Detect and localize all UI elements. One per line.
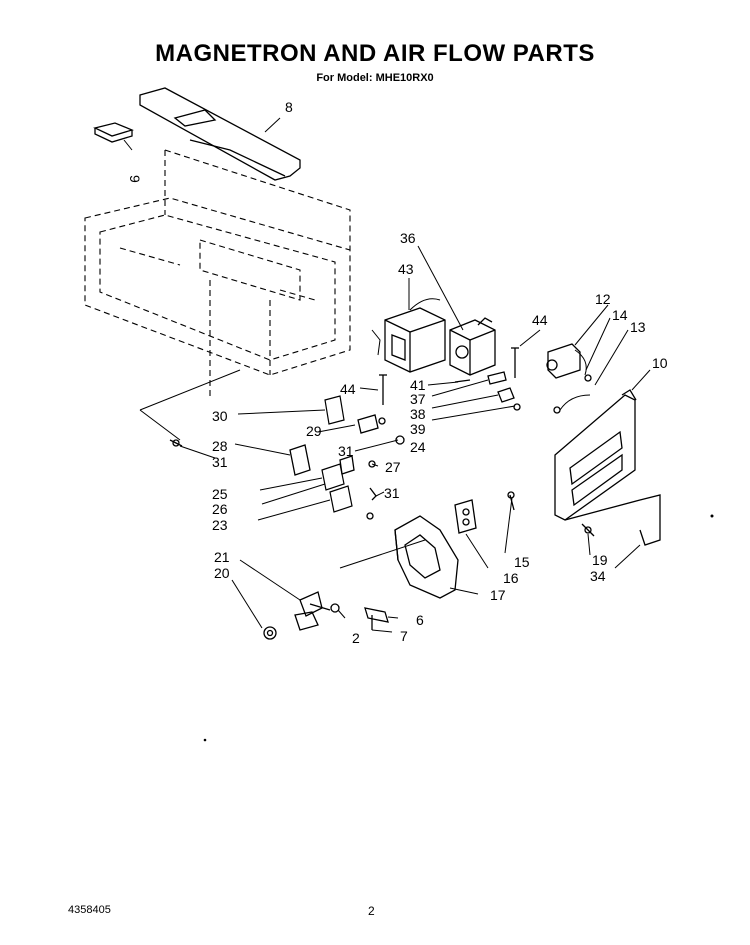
- callout-17: 17: [490, 587, 506, 603]
- callout-34: 34: [590, 568, 606, 584]
- callout-26: 26: [212, 501, 228, 517]
- callout-9: 9: [127, 175, 143, 183]
- callout-10: 10: [652, 355, 668, 371]
- latch-part-38: [497, 387, 521, 411]
- callout-21: 21: [214, 549, 230, 565]
- callout-44-mid: 44: [340, 381, 356, 397]
- screw-part-19: [581, 523, 595, 537]
- callout-13: 13: [630, 319, 646, 335]
- document-number: 4358405: [68, 904, 111, 916]
- callout-numbers: 8 9 36 43 44 12 14 13 10 44 41 37 38 39 …: [127, 99, 668, 646]
- callout-6: 6: [416, 612, 424, 628]
- page-title: MAGNETRON AND AIR FLOW PARTS: [155, 40, 595, 67]
- callout-7: 7: [400, 628, 408, 644]
- callout-14: 14: [612, 307, 628, 323]
- callout-27: 27: [385, 459, 401, 475]
- callout-2: 2: [352, 630, 360, 646]
- motor-part-6: [330, 603, 389, 630]
- bracket-part-10: [554, 389, 661, 546]
- callout-39: 39: [410, 421, 426, 437]
- switch-part-23: [329, 485, 374, 520]
- callout-44-top: 44: [532, 312, 548, 328]
- callout-20: 20: [214, 565, 230, 581]
- callout-31-right: 31: [384, 485, 400, 501]
- stray-dot: [710, 514, 714, 518]
- model-subtitle: For Model: MHE10RX0: [316, 72, 434, 84]
- switch-bracket-part-28: [289, 444, 311, 476]
- screw-part-27: [368, 460, 377, 501]
- interlock-switch-part-30: [324, 395, 345, 425]
- nut-part-20: [263, 626, 277, 640]
- callout-23: 23: [212, 517, 228, 533]
- callout-43: 43: [398, 261, 414, 277]
- air-guide-part-8: [139, 87, 301, 181]
- callout-30: 30: [212, 408, 228, 424]
- callout-15: 15: [514, 554, 530, 570]
- oven-cavity: [84, 149, 351, 400]
- callout-19: 19: [592, 552, 608, 568]
- callout-28: 28: [212, 438, 228, 454]
- callout-31-mid: 31: [338, 443, 354, 459]
- callout-41: 41: [410, 377, 426, 393]
- capacitor-part-12: [546, 343, 592, 414]
- screw-part-31: [169, 439, 183, 447]
- fan-blade-part-21: [294, 591, 331, 631]
- fan-housing-part-17: [394, 515, 459, 599]
- callout-12: 12: [595, 291, 611, 307]
- switch-part-29: [357, 414, 386, 434]
- magnetron-part-36: [449, 317, 496, 376]
- page-number: 2: [368, 904, 375, 918]
- callout-31-left: 31: [212, 454, 228, 470]
- callout-38: 38: [410, 406, 426, 422]
- callout-24: 24: [410, 439, 426, 455]
- callout-8: 8: [285, 99, 293, 115]
- switch-part-25: [321, 455, 355, 491]
- callout-37: 37: [410, 391, 426, 407]
- transformer-part-43: [371, 298, 446, 373]
- stray-dot: [203, 738, 207, 742]
- block-part-9: [93, 122, 134, 143]
- callout-25: 25: [212, 486, 228, 502]
- screw-part-44: [379, 347, 519, 405]
- thermostat-part-16: [454, 491, 515, 534]
- callout-36: 36: [400, 230, 416, 246]
- callout-16: 16: [503, 570, 519, 586]
- leader-lines: [123, 117, 651, 633]
- callout-29: 29: [306, 423, 322, 439]
